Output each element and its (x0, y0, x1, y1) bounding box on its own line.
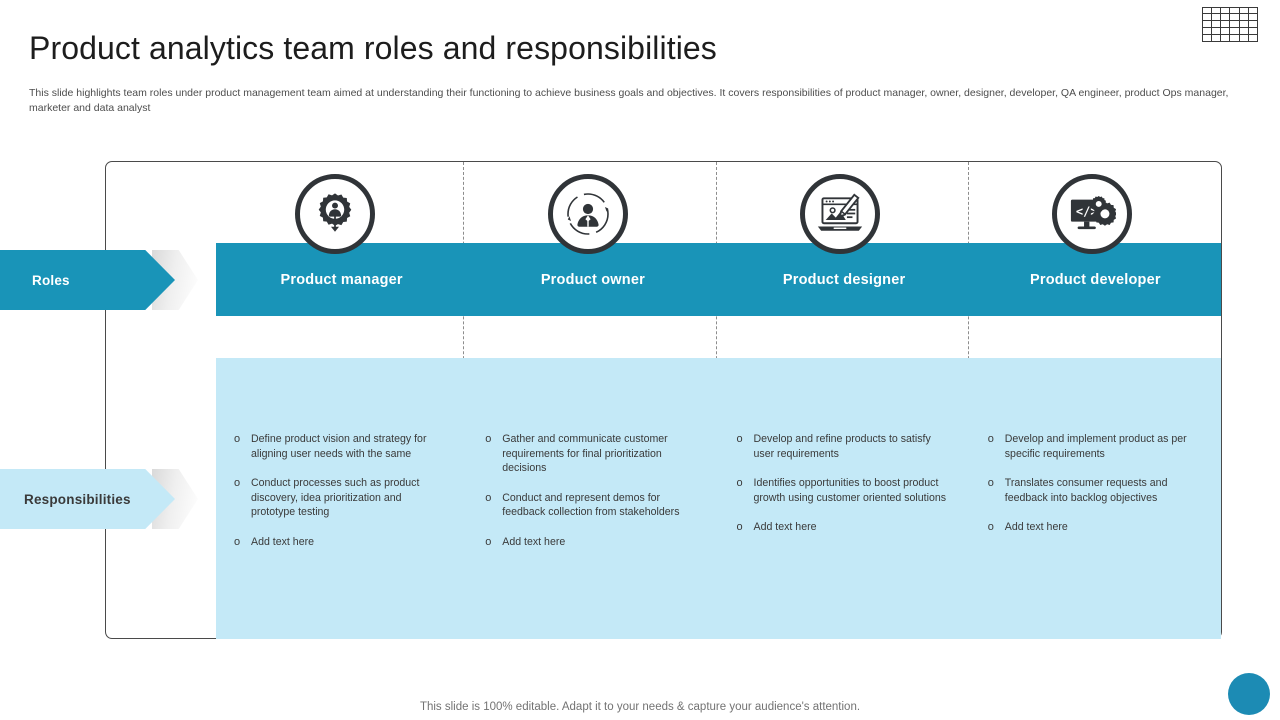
bullet-marker-icon: o (736, 433, 743, 445)
list-item: o Develop and implement product as per s… (988, 432, 1199, 461)
bullet-marker-icon: o (987, 521, 994, 533)
bullet-marker-icon: o (987, 477, 994, 489)
bullet-text: Identifies opportunities to boost produc… (753, 477, 947, 504)
bullet-text-placeholder[interactable]: Add text here (753, 521, 817, 533)
responsibility-column-2: o Develop and refine products to satisfy… (719, 358, 970, 639)
list-item[interactable]: o Add text here (988, 520, 1199, 535)
bullet-marker-icon: o (234, 477, 241, 489)
bullet-marker-icon: o (987, 433, 994, 445)
list-item: o Define product vision and strategy for… (234, 432, 445, 461)
role-title-3: Product developer (1030, 271, 1161, 288)
bullet-marker-icon: o (485, 433, 492, 445)
list-item: o Conduct processes such as product disc… (234, 476, 445, 520)
businessperson-in-cycle-icon (548, 174, 628, 254)
responsibilities-tag-label: Responsibilities (0, 469, 175, 529)
bullet-text: Define product vision and strategy for a… (251, 433, 427, 460)
list-item: o Identifies opportunities to boost prod… (737, 476, 948, 505)
roles-tag-label: Roles (0, 250, 175, 310)
responsibility-column-0: o Define product vision and strategy for… (216, 358, 467, 639)
list-item: o Translates consumer requests and feedb… (988, 476, 1199, 505)
person-in-gear-icon (295, 174, 375, 254)
svg-text:</>: </> (1076, 204, 1098, 218)
bullet-text: Translates consumer requests and feedbac… (1004, 477, 1168, 504)
page-subtitle: This slide highlights team roles under p… (29, 87, 1229, 114)
responsibility-column-3: o Develop and implement product as per s… (970, 358, 1221, 639)
monitor-code-gears-icon: </> (1052, 174, 1132, 254)
role-title-0: Product manager (280, 271, 403, 288)
bullet-marker-icon: o (485, 491, 492, 504)
responsibility-column-1: o Gather and communicate customer requir… (467, 358, 718, 639)
laptop-design-pen-icon (800, 174, 880, 254)
bullet-text-placeholder[interactable]: Add text here (251, 535, 315, 548)
bullet-marker-icon: o (736, 521, 743, 533)
responsibilities-tag: Responsibilities (0, 469, 198, 529)
bullet-text-placeholder[interactable]: Add text here (1004, 521, 1068, 533)
grid-icon (1201, 6, 1259, 42)
bullet-text: Develop and implement product as per spe… (1004, 433, 1187, 460)
list-item: o Develop and refine products to satisfy… (737, 432, 948, 461)
list-item: o Conduct and represent demos for feedba… (485, 491, 696, 520)
responsibilities-band: o Define product vision and strategy for… (216, 358, 1221, 639)
bullet-marker-icon: o (234, 433, 241, 445)
bullet-text-placeholder[interactable]: Add text here (502, 535, 566, 548)
list-item[interactable]: o Add text here (234, 535, 445, 550)
roles-tag: Roles (0, 250, 198, 310)
bullet-text: Gather and communicate customer requirem… (502, 433, 668, 474)
decorative-dot (1228, 673, 1270, 715)
bullet-text: Conduct processes such as product discov… (251, 477, 420, 518)
bullet-marker-icon: o (234, 535, 241, 548)
bullet-marker-icon: o (485, 535, 492, 548)
page-title: Product analytics team roles and respons… (29, 30, 717, 66)
list-item[interactable]: o Add text here (737, 520, 948, 535)
role-title-1: Product owner (540, 271, 645, 288)
bullet-text: Conduct and represent demos for feedback… (502, 491, 680, 519)
list-item: o Gather and communicate customer requir… (485, 432, 696, 476)
bullet-marker-icon: o (736, 477, 743, 489)
footer-note: This slide is 100% editable. Adapt it to… (419, 701, 861, 713)
bullet-text: Develop and refine products to satisfy u… (753, 433, 931, 460)
roles-band: Product manager Product owner Product de… (216, 243, 1221, 316)
list-item[interactable]: o Add text here (485, 535, 696, 550)
role-title-2: Product designer (782, 271, 906, 288)
